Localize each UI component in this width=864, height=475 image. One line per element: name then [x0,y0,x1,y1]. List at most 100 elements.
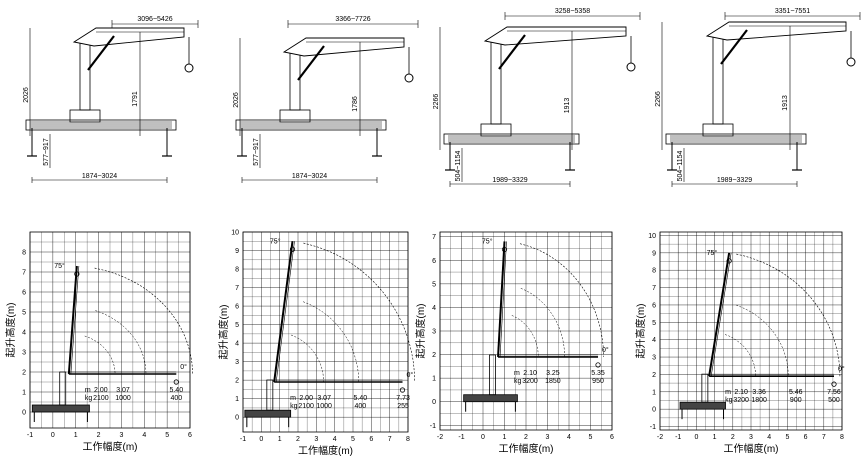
load-radius: 5.35 [591,370,605,377]
x-tick-label: 1 [278,436,282,443]
load-radius: 5.40 [354,395,368,402]
inner-range-arc [724,334,756,377]
mast [712,35,724,125]
y-tick-label: 6 [22,290,26,297]
boom-75-inner [70,265,80,375]
boom-75-outer [708,252,731,377]
y-axis-label: 起升高度(m) [217,305,230,360]
y-tick-label: 1 [432,376,436,383]
y-tick-label: 5 [235,322,239,329]
reach-dimension: 3351~7551 [775,8,810,15]
y-tick-label: 0 [432,399,436,406]
x-tick-label: 0 [259,436,263,443]
boom-75-inner [710,252,732,377]
load-radius: 2.00 [94,387,108,394]
span-dimension: 1874~3024 [82,173,117,180]
x-tick-label: 5 [165,432,169,439]
boom-75-outer [273,241,294,383]
y-tick-label: 5 [652,320,656,327]
y-tick-label: 9 [235,248,239,255]
y-tick-label: 4 [652,337,656,344]
x-tick-label: 4 [567,434,571,441]
x-tick-label: 7 [388,436,392,443]
x-tick-label: -1 [27,432,33,439]
lift-cylinder [498,34,526,70]
load-value: 1850 [545,378,561,385]
leg-dimension: 504~1154 [677,150,684,181]
y-tick-label: 5 [22,310,26,317]
y-tick-label: 1 [235,396,239,403]
y-tick-label: 4 [235,341,239,348]
table-unit-m: m [290,395,296,402]
hook-icon [74,271,80,277]
hook-icon [173,379,179,385]
hook-icon [831,381,837,387]
y-tick-label: 1 [652,389,656,396]
machine-mast [59,371,67,406]
y-tick-label: 10 [648,233,656,240]
y-tick-label: 7 [432,234,436,241]
load-radius: 2.00 [299,395,313,402]
y-tick-label: 0 [22,410,26,417]
x-tick-label: 6 [188,432,192,439]
load-value: 3200 [522,378,538,385]
x-tick-label: -2 [657,434,663,441]
load-value: 400 [170,395,182,402]
machine-mast [266,379,274,411]
load-radius: 3.07 [317,395,331,402]
angle-75-label: 75° [270,237,281,245]
load-radius: 5.46 [789,389,803,396]
angle-0-label: 0° [602,346,609,354]
load-value: 2100 [298,403,314,410]
x-tick-label: -1 [675,434,681,441]
height-dimension: 2026 [23,87,30,103]
load-value: 3200 [733,397,749,404]
y-tick-label: 2 [22,370,26,377]
y-axis-label: 起升高度(m) [634,304,647,359]
inner-range-arc [511,315,539,357]
x-tick-label: 1 [713,434,717,441]
y-tick-label: 2 [235,378,239,385]
y-tick-label: 10 [231,230,239,237]
y-tick-label: -1 [430,423,436,430]
x-tick-label: 8 [840,434,844,441]
x-tick-label: 3 [546,434,550,441]
load-value: 1000 [115,395,131,402]
lift-cylinder [87,35,115,71]
chart-frame [242,231,409,433]
y-tick-label: 7 [235,285,239,292]
x-tick-label: 0 [481,434,485,441]
span-dimension: 1874~3024 [292,173,327,180]
boom [705,21,847,41]
base-frame [25,119,177,131]
machine-mast [701,373,709,403]
x-axis-label: 工作幅度(m) [83,440,138,453]
y-tick-label: 3 [235,359,239,366]
x-tick-label: -1 [458,434,464,441]
x-tick-label: 5 [589,434,593,441]
load-value: 500 [828,397,840,404]
load-value: 900 [790,397,802,404]
x-tick-label: -1 [240,436,246,443]
x-tick-label: 0 [694,434,698,441]
table-unit-kg: kg [85,395,93,402]
x-axis-label: 工作幅度(m) [298,444,353,457]
inner-range-arc [84,335,116,375]
y-tick-label: 4 [432,305,436,312]
load-radius: 2.10 [734,389,748,396]
base-frame [235,119,387,131]
height-dimension: 2266 [655,91,662,107]
table-unit-m: m [85,387,91,394]
outer-range-arc [519,243,604,357]
hook [404,73,414,83]
outer-range-arc [303,242,415,383]
load-value: 2100 [93,395,109,402]
inner-range-arc [520,288,565,357]
lift-dimension: 1913 [782,95,789,111]
y-tick-label: 8 [235,267,239,274]
